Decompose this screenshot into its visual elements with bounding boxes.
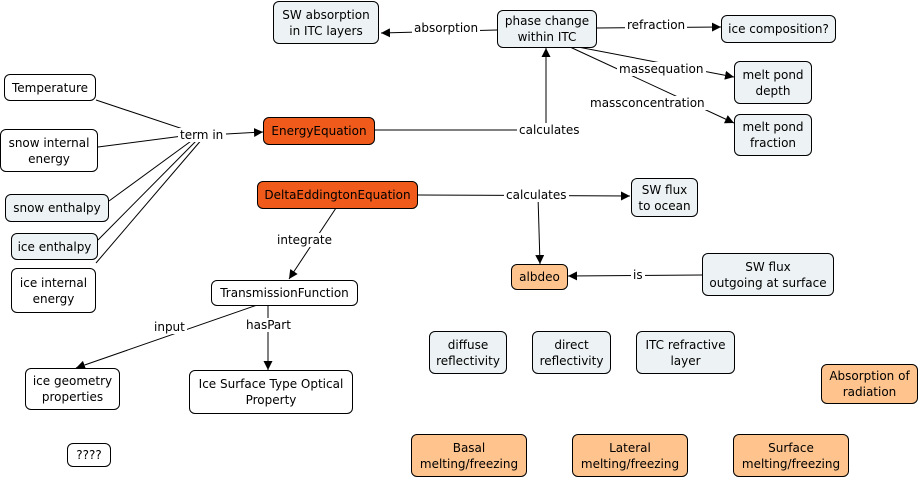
node-lateral-melting[interactable]: Lateral melting/freezing (572, 434, 688, 477)
node-unknown[interactable]: ???? (67, 443, 111, 467)
edge-label-is: is (631, 268, 645, 282)
node-ice-geometry-properties[interactable]: ice geometry properties (25, 368, 120, 410)
node-energy-equation[interactable]: EnergyEquation (263, 117, 375, 145)
edge-label-massequation: massequation (617, 62, 706, 76)
node-basal-melting[interactable]: Basal melting/freezing (411, 434, 527, 477)
node-delta-eddington-equation[interactable]: DeltaEddingtonEquation (257, 181, 418, 209)
edge-label-term-in: term in (178, 128, 226, 142)
node-albedo[interactable]: albdeo (511, 264, 568, 290)
edge-iceinternal-termin (95, 137, 204, 264)
node-phase-change[interactable]: phase change within ITC (497, 10, 597, 48)
node-absorption-of-radiation[interactable]: Absorption of radiation (821, 364, 918, 404)
node-ice-internal-energy[interactable]: ice internal energy (11, 268, 96, 313)
edge-label-massconcentration: massconcentration (588, 96, 707, 110)
node-diffuse-reflectivity[interactable]: diffuse reflectivity (429, 331, 507, 374)
node-sw-absorption[interactable]: SW absorption in ITC layers (273, 1, 379, 44)
node-ice-enthalpy[interactable]: ice enthalpy (11, 233, 98, 260)
node-melt-pond-depth[interactable]: melt pond depth (734, 61, 812, 104)
edge-label-input: input (152, 320, 187, 334)
edge-label-absorption: absorption (412, 21, 481, 35)
node-itc-refractive-layer[interactable]: ITC refractive layer (636, 331, 735, 374)
node-snow-internal-energy[interactable]: snow internal energy (0, 129, 98, 172)
node-sw-flux-ocean[interactable]: SW flux to ocean (631, 178, 698, 217)
edge-iceenthalpy-termin (97, 136, 201, 241)
edge-delta-albedo (535, 195, 545, 265)
node-surface-melting[interactable]: Surface melting/freezing (733, 434, 849, 477)
edge-label-has-part: hasPart (244, 318, 293, 332)
edge-label-refraction: refraction (625, 18, 688, 32)
edge-phasechange-meltfraction (569, 46, 735, 124)
edge-transmission-icegeometry (75, 303, 261, 370)
node-temperature[interactable]: Temperature (4, 74, 96, 101)
edge-energy-phasechange (375, 48, 551, 131)
node-transmission-function[interactable]: TransmissionFunction (211, 280, 358, 306)
edge-label-integrate: integrate (275, 233, 335, 247)
node-snow-enthalpy[interactable]: snow enthalpy (5, 194, 109, 222)
node-melt-pond-fraction[interactable]: melt pond fraction (734, 114, 812, 156)
node-direct-reflectivity[interactable]: direct reflectivity (532, 331, 611, 374)
node-ice-surface-type[interactable]: Ice Surface Type Optical Property (189, 370, 353, 414)
edge-termin-energy (225, 127, 264, 137)
edge-label-calculates-energy: calculates (517, 123, 582, 137)
edge-label-calculates-delta: calculates (504, 188, 569, 202)
edge-snowenthalpy-termin (108, 135, 199, 202)
node-sw-flux-outgoing[interactable]: SW flux outgoing at surface (702, 253, 834, 296)
node-ice-composition[interactable]: ice composition? (721, 15, 836, 43)
